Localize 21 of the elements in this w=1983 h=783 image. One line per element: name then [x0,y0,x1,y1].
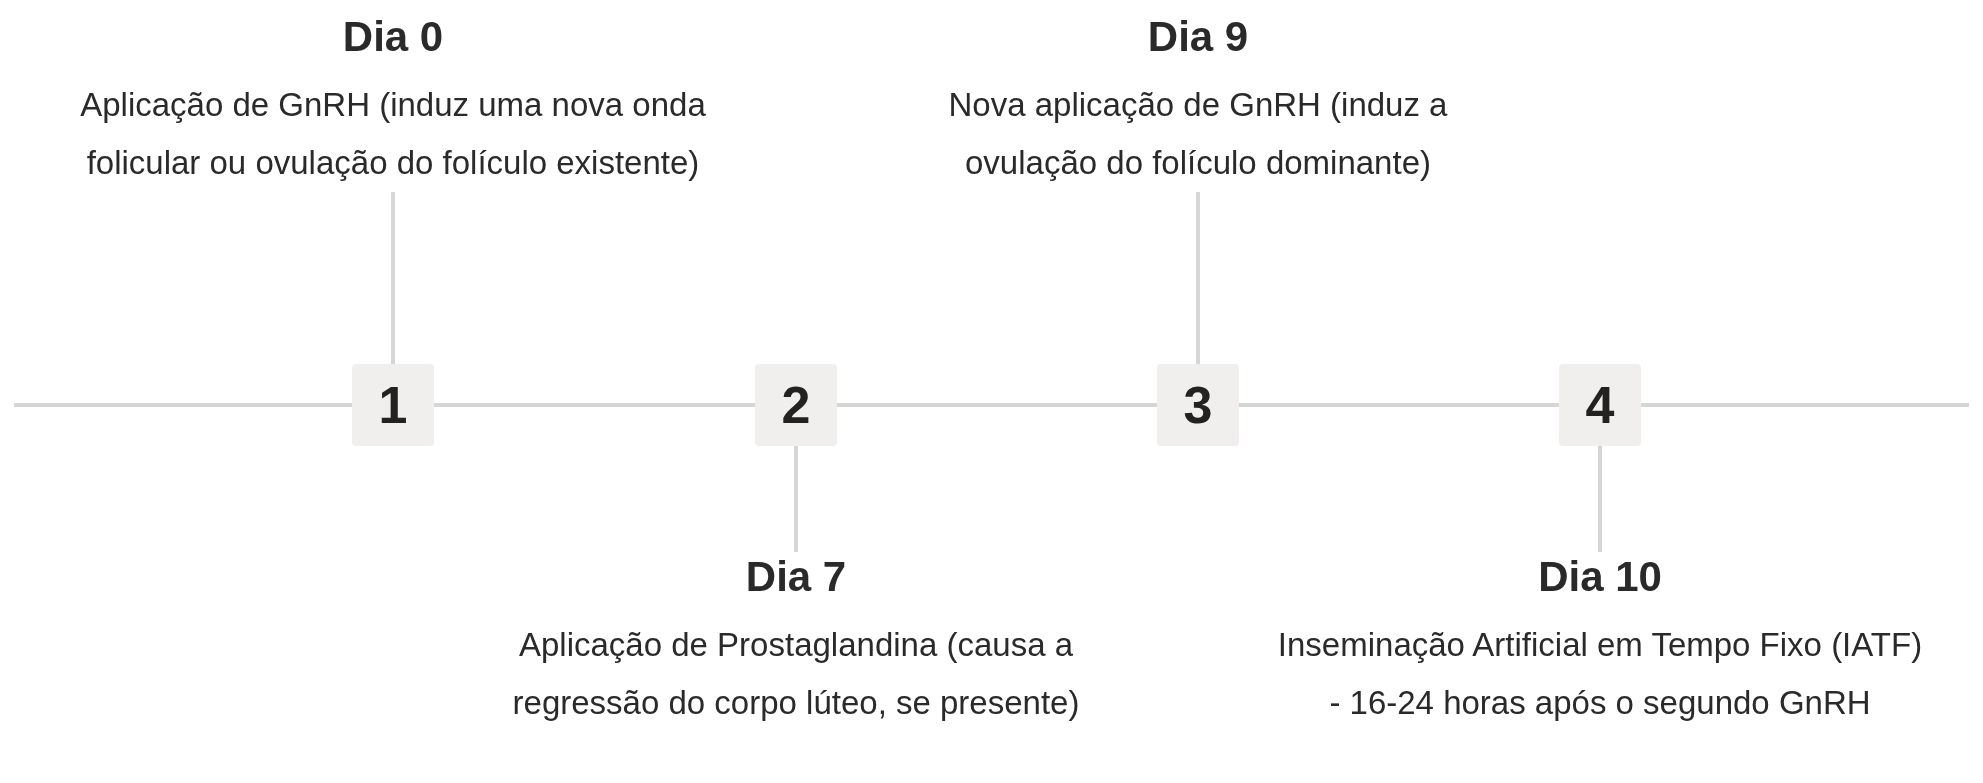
step-description: Nova aplicação de GnRH (induz a ovulação do folículo dominante) [947,85,1449,183]
step-description: Aplicação de GnRH (induz uma nova onda folicular ou ovulação do folículo existente) [79,85,707,183]
step-description: Inseminação Artificial em Tempo Fixo (IATF) - 16-24 horas após o segundo GnRH [1276,625,1924,723]
leader-line [794,446,798,552]
timeline-axis [1641,403,1969,407]
timeline-axis [14,403,352,407]
timeline-axis [837,403,1157,407]
timeline-axis [434,403,755,407]
step-number-box: 3 [1157,364,1239,446]
step-number-box: 2 [755,364,837,446]
day-heading: Dia 9 [1147,12,1249,62]
leader-line [391,192,395,364]
step-number-box: 4 [1559,364,1641,446]
leader-line [1196,192,1200,364]
leader-line [1598,446,1602,552]
step-description: Aplicação de Prostaglandina (causa a regressão do corpo lúteo, se presente) [511,625,1081,723]
day-heading: Dia 10 [1538,552,1662,602]
step-number-box: 1 [352,364,434,446]
timeline-axis [1239,403,1559,407]
day-heading: Dia 7 [745,552,847,602]
day-heading: Dia 0 [342,12,444,62]
